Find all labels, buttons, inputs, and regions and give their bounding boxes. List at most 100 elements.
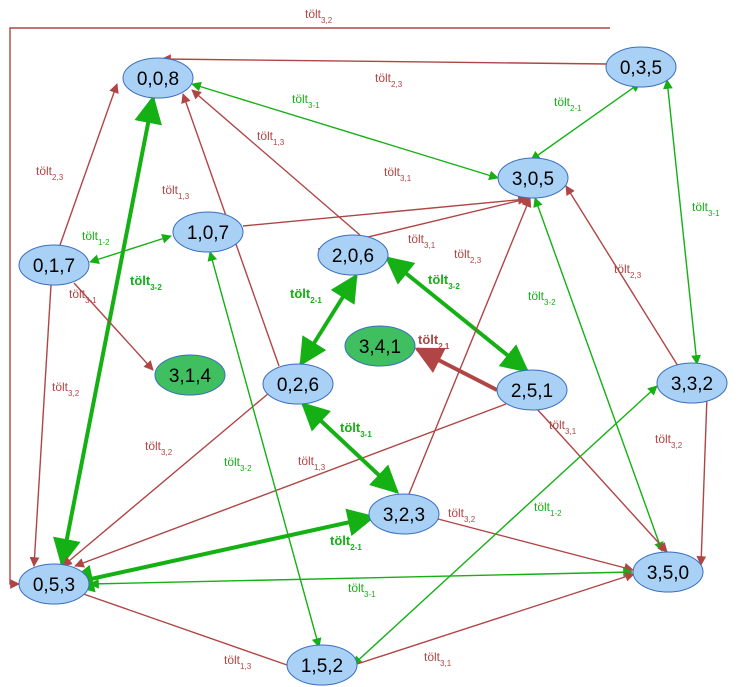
node-107: 1,0,7 — [172, 211, 244, 253]
edge-label-017-107: tölt1-2 — [82, 229, 110, 247]
edge-label-sub: 3-1 — [708, 209, 720, 218]
edge-label-008-053: tölt3-2 — [130, 273, 162, 292]
edge-label-008-305: tölt3-1 — [292, 92, 320, 110]
node-ellipse — [154, 354, 226, 396]
edge-label-sub: 2-1 — [350, 543, 362, 552]
edge-152-350 — [356, 572, 635, 665]
edge-035-053 — [9, 27, 610, 589]
node-ellipse — [632, 551, 704, 593]
edge-label-sub: 3,2 — [464, 515, 476, 524]
edge-107-305 — [242, 194, 528, 227]
node-332: 3,3,2 — [656, 362, 728, 404]
edge-label-main: tölt — [145, 439, 162, 453]
edge-label-main: tölt — [534, 500, 551, 514]
node-ellipse — [317, 234, 389, 276]
edge-label-sub: 2,3 — [52, 173, 64, 182]
edge-label-sub: 1,3 — [178, 192, 190, 201]
edge-label-sub: 3,1 — [400, 174, 412, 183]
edge-251-341 — [414, 347, 498, 392]
edge-305-035 — [530, 82, 641, 161]
node-label: 1,0,7 — [187, 223, 229, 244]
edge-label-026-323: tölt3-1 — [340, 420, 372, 439]
edge-label-017-008: tölt2,3 — [36, 164, 64, 182]
edge-label-sub: 3,2 — [671, 441, 683, 450]
edge-008-305 — [191, 81, 499, 181]
edge-label-main: tölt — [418, 332, 439, 347]
node-305: 3,0,5 — [497, 157, 569, 199]
node-350: 3,5,0 — [632, 551, 704, 593]
edge-label-main: tölt — [454, 247, 471, 261]
edge-107-152 — [207, 251, 322, 648]
edge-label-sub: 2-1 — [310, 296, 322, 305]
node-ellipse — [497, 157, 569, 199]
edge-label-main: tölt — [408, 232, 425, 246]
edge-label-sub: 3-1 — [85, 296, 97, 305]
edge-label-main: tölt — [384, 165, 401, 179]
node-label: 3,0,5 — [512, 169, 554, 190]
edge-label-sub: 1-2 — [98, 238, 110, 247]
edge-206-251 — [384, 256, 530, 373]
edge-label-sub: 3-2 — [544, 298, 556, 307]
edge-label-sub: 2,3 — [470, 256, 482, 265]
edge-332-152 — [352, 385, 658, 666]
node-053: 0,5,3 — [18, 563, 90, 605]
node-ellipse — [122, 57, 194, 99]
edge-label-main: tölt — [290, 286, 311, 301]
edge-035-332 — [663, 79, 701, 365]
edge-label-sub: 3-2 — [448, 282, 460, 291]
edge-label-main: tölt — [292, 92, 309, 106]
node-label: 1,5,2 — [301, 656, 343, 677]
node-label: 3,4,1 — [359, 337, 401, 358]
node-323: 3,2,3 — [368, 493, 440, 535]
node-label: 0,2,6 — [277, 375, 319, 396]
edge-label-main: tölt — [448, 506, 465, 520]
edge-332-350 — [696, 395, 708, 566]
node-ellipse — [344, 325, 416, 367]
node-251: 2,5,1 — [496, 369, 568, 411]
edge-label-305-035: tölt2-1 — [554, 95, 582, 113]
edge-label-sub: 2,3 — [391, 80, 403, 89]
edge-label-sub: 3-1 — [360, 430, 372, 439]
edge-label-206-251: tölt3-2 — [428, 272, 460, 291]
edge-label-035-332: tölt3-1 — [692, 200, 720, 218]
edge-label-main: tölt — [348, 581, 365, 595]
node-label: 3,1,4 — [169, 366, 212, 387]
edge-label-sub: 2-1 — [570, 104, 582, 113]
edge-label-sub: 3-1 — [308, 101, 320, 110]
edge-label-026-053: tölt3,2 — [145, 439, 173, 457]
edge-label-107-305: tölt3,1 — [384, 165, 412, 183]
edge-label-main: tölt — [330, 533, 351, 548]
edge-label-206-305: tölt3,1 — [408, 232, 436, 250]
edge-323-350 — [437, 518, 634, 573]
node-label: 0,3,5 — [620, 58, 662, 79]
edge-label-sub: 3,2 — [161, 448, 173, 457]
edge-label-main: tölt — [69, 287, 86, 301]
edge-label-323-350: tölt3,2 — [448, 506, 476, 524]
edge-label-main: tölt — [692, 200, 709, 214]
node-label: 2,5,1 — [511, 381, 553, 402]
node-label: 3,3,2 — [671, 374, 713, 395]
edge-label-sub: 3,2 — [68, 389, 80, 398]
edge-label-main: tölt — [52, 380, 69, 394]
edge-label-sub: 3,2 — [321, 16, 333, 25]
edge-label-sub: 2,1 — [438, 342, 450, 351]
edge-label-main: tölt — [614, 262, 631, 276]
edge-label-sub: 1,3 — [240, 662, 252, 671]
node-ellipse — [605, 46, 677, 88]
edge-035-008 — [161, 54, 609, 65]
node-ellipse — [286, 644, 358, 686]
edge-label-sub: 3-2 — [150, 283, 162, 292]
node-ellipse — [496, 369, 568, 411]
edge-206-008 — [191, 89, 361, 236]
edge-label-sub: 1,3 — [273, 138, 285, 147]
edge-label-main: tölt — [554, 95, 571, 109]
edge-332-305 — [565, 185, 679, 367]
edge-323-053 — [65, 508, 376, 593]
edge-label-305-350: tölt3-2 — [528, 289, 556, 307]
edge-label-main: tölt — [375, 71, 392, 85]
node-314: 3,1,4 — [154, 354, 226, 396]
edge-label-332-305: tölt2,3 — [614, 262, 642, 280]
edge-label-251-053: tölt1,3 — [298, 454, 326, 472]
node-008: 0,0,8 — [122, 57, 194, 99]
